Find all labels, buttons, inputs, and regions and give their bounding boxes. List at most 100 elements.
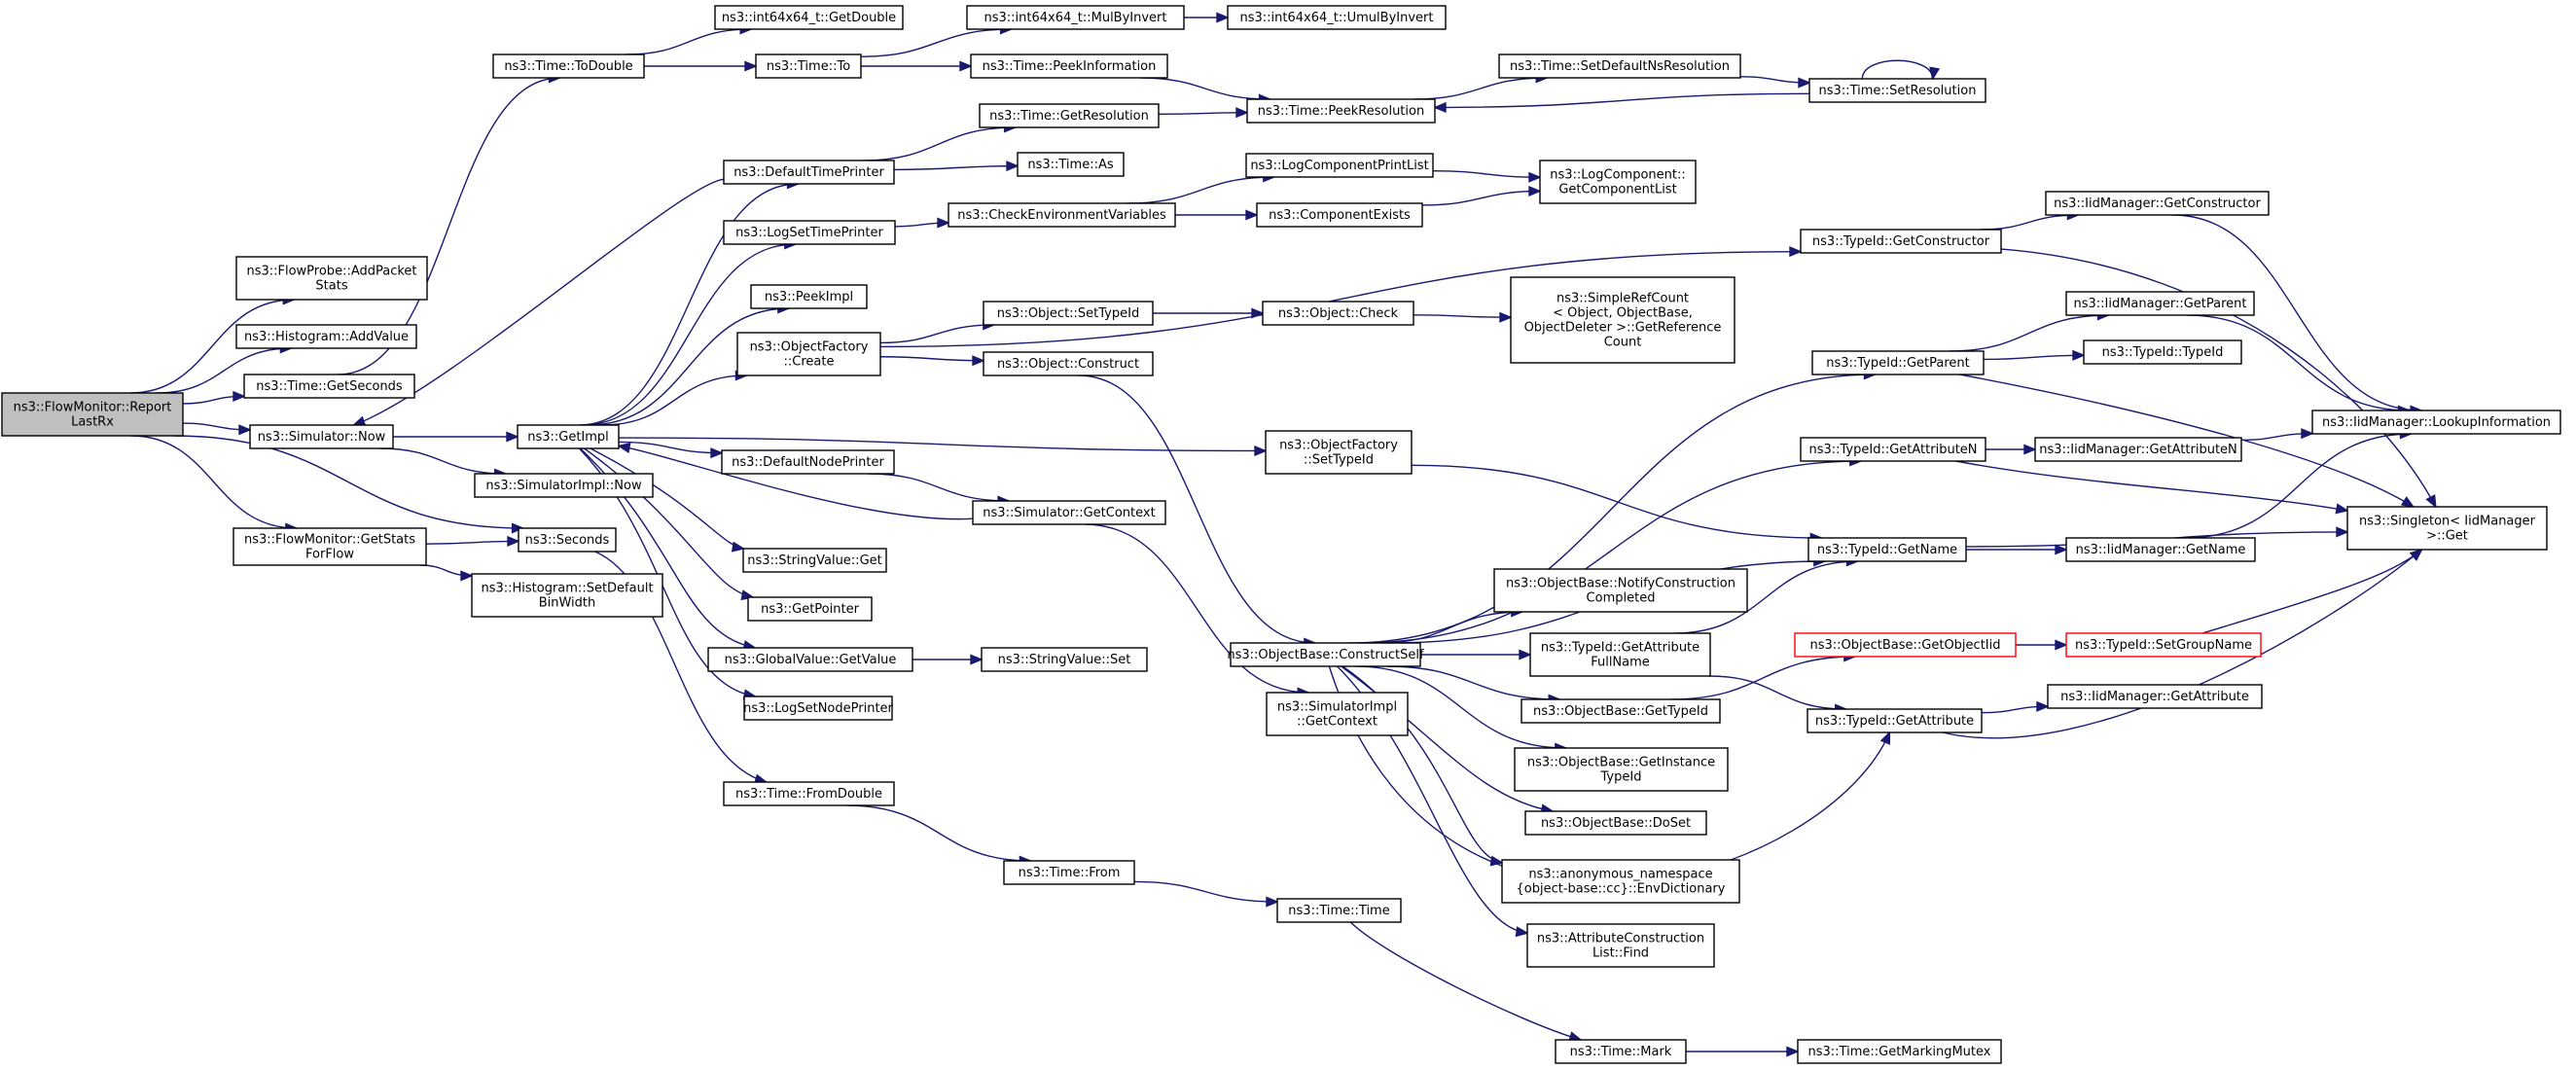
- node-stringvalset[interactable]: ns3::StringValue::Set: [981, 647, 1148, 672]
- node-timeto[interactable]: ns3::Time::To: [755, 54, 862, 79]
- edge-arrowhead: [351, 415, 367, 427]
- node-objsettypeid[interactable]: ns3::Object::SetTypeId: [983, 301, 1154, 326]
- node-singletonget[interactable]: ns3::Singleton< IidManager>::Get: [2346, 506, 2548, 551]
- node-box: [474, 473, 654, 498]
- edge-mulbyinv-to-umulbyinv: [1184, 12, 1230, 23]
- node-histadd[interactable]: ns3::Histogram::AddValue: [235, 324, 417, 349]
- node-box: [755, 54, 862, 79]
- node-getres[interactable]: ns3::Time::GetResolution: [979, 103, 1160, 128]
- node-objbasegettypeid[interactable]: ns3::ObjectBase::GetTypeId: [1521, 698, 1721, 724]
- node-box: [1227, 5, 1447, 30]
- node-envdict[interactable]: ns3::anonymous_namespace{object-base::cc…: [1501, 859, 1740, 904]
- node-logcompprint[interactable]: ns3::LogComponentPrintList: [1245, 153, 1434, 178]
- node-objfactcreate[interactable]: ns3::ObjectFactory::Create: [736, 332, 881, 376]
- node-simnow[interactable]: ns3::Simulator::Now: [249, 424, 394, 449]
- node-simplerefcount[interactable]: ns3::SimpleRefCount< Object, ObjectBase,…: [1510, 276, 1735, 364]
- edge-arrowhead: [2425, 494, 2437, 509]
- node-iidgetattr[interactable]: ns3::IidManager::GetAttribute: [2047, 684, 2263, 709]
- node-label-line: ns3::SimpleRefCount: [1556, 292, 1689, 306]
- node-setres[interactable]: ns3::Time::SetResolution: [1808, 78, 1986, 103]
- node-compexists[interactable]: ns3::ComponentExists: [1256, 202, 1423, 228]
- edge-line: [157, 347, 292, 394]
- node-typeidgetparent[interactable]: ns3::TypeId::GetParent: [1811, 350, 1985, 375]
- node-iidgetparent[interactable]: ns3::IidManager::GetParent: [2065, 291, 2255, 316]
- node-label-line: ns3::TypeId::TypeId: [2102, 345, 2224, 360]
- node-getmarkingmutex[interactable]: ns3::Time::GetMarkingMutex: [1797, 1039, 2002, 1064]
- node-objfactsettypeid[interactable]: ns3::ObjectFactory::SetTypeId: [1265, 430, 1413, 475]
- edge-getimpl-to-defnodeprinter: [618, 441, 724, 459]
- node-timefrom[interactable]: ns3::Time::From: [1003, 860, 1135, 885]
- node-seconds[interactable]: ns3::Seconds: [518, 527, 617, 553]
- node-fromdouble[interactable]: ns3::Time::FromDouble: [723, 781, 895, 806]
- node-label-line: FullName: [1591, 656, 1650, 670]
- node-doset[interactable]: ns3::ObjectBase::DoSet: [1524, 810, 1707, 836]
- node-checkenv[interactable]: ns3::CheckEnvironmentVariables: [948, 202, 1176, 228]
- node-iidgetctor[interactable]: ns3::IidManager::GetConstructor: [2045, 191, 2270, 216]
- node-label-line: ::SetTypeId: [1304, 453, 1374, 468]
- node-box: [492, 54, 645, 79]
- edge-typeidgetattrn-to-singletonget: [1955, 460, 2349, 515]
- node-getobjectiid[interactable]: ns3::ObjectBase::GetObjectIid: [1794, 632, 2017, 658]
- node-setgroupname[interactable]: ns3::TypeId::SetGroupName: [2065, 632, 2262, 658]
- node-peekimpl[interactable]: ns3::PeekImpl: [750, 284, 868, 309]
- node-label-line: BinWidth: [539, 596, 596, 611]
- node-getdouble[interactable]: ns3::int64x64_t::GetDouble: [714, 5, 904, 30]
- node-simgetctx[interactable]: ns3::Simulator::GetContext: [972, 500, 1166, 525]
- node-typeidgetctor[interactable]: ns3::TypeId::GetConstructor: [1800, 229, 2002, 254]
- node-getpointer[interactable]: ns3::GetPointer: [747, 596, 873, 622]
- node-peekres[interactable]: ns3::Time::PeekResolution: [1246, 98, 1436, 124]
- node-simimplnow[interactable]: ns3::SimulatorImpl::Now: [474, 473, 654, 498]
- node-typeidgetattrn[interactable]: ns3::TypeId::GetAttributeN: [1800, 437, 1986, 462]
- node-typeidgetattr[interactable]: ns3::TypeId::GetAttribute: [1807, 708, 1983, 733]
- node-objcheck[interactable]: ns3::Object::Check: [1262, 301, 1414, 326]
- node-stringvalget[interactable]: ns3::StringValue::Get: [742, 548, 887, 573]
- edge-line: [868, 473, 1010, 502]
- node-constructself[interactable]: ns3::ObjectBase::ConstructSelf: [1227, 642, 1424, 667]
- node-getseconds[interactable]: ns3::Time::GetSeconds: [243, 374, 415, 399]
- node-defnodeprinter[interactable]: ns3::DefaultNodePrinter: [721, 449, 895, 475]
- edge-root-to-seconds: [173, 435, 525, 534]
- node-label-line: ns3::GetPointer: [761, 602, 859, 617]
- node-timetime[interactable]: ns3::Time::Time: [1276, 898, 1402, 923]
- node-logsettime[interactable]: ns3::LogSetTimePrinter: [723, 220, 896, 245]
- node-typeidgetname[interactable]: ns3::TypeId::GetName: [1807, 537, 1967, 562]
- node-iidgetattrn[interactable]: ns3::IidManager::GetAttributeN: [2034, 437, 2242, 462]
- node-logsetnode[interactable]: ns3::LogSetNodePrinter: [743, 696, 894, 721]
- node-todouble[interactable]: ns3::Time::ToDouble: [492, 54, 645, 79]
- node-box: [723, 160, 895, 185]
- node-timemark[interactable]: ns3::Time::Mark: [1555, 1039, 1687, 1064]
- node-iidlookup[interactable]: ns3::IidManager::LookupInformation: [2311, 410, 2561, 435]
- edge-setres-to-peekres: [1433, 92, 1810, 113]
- node-umulbyinv[interactable]: ns3::int64x64_t::UmulByInvert: [1227, 5, 1447, 30]
- node-box: [1526, 923, 1715, 968]
- node-typeidtypeid[interactable]: ns3::TypeId::TypeId: [2083, 339, 2242, 365]
- node-getimpl[interactable]: ns3::GetImpl: [517, 424, 620, 449]
- edge-line: [425, 540, 519, 545]
- node-box: [1808, 78, 1986, 103]
- node-deftimeprinter[interactable]: ns3::DefaultTimePrinter: [723, 160, 895, 185]
- node-iidgetname[interactable]: ns3::IidManager::GetName: [2065, 537, 2256, 562]
- node-getcomplist[interactable]: ns3::LogComponent::GetComponentList: [1539, 160, 1697, 204]
- node-peekinfo[interactable]: ns3::Time::PeekInformation: [970, 54, 1168, 79]
- edge-line: [1413, 77, 1548, 100]
- node-label-line: ns3::Object::Check: [1278, 306, 1399, 321]
- edge-line: [2171, 214, 2422, 411]
- node-label-line: ns3::LogComponentPrintList: [1250, 159, 1428, 173]
- edge-line: [1084, 523, 1309, 694]
- node-objconstruct[interactable]: ns3::Object::Construct: [983, 351, 1154, 376]
- node-mulbyinv[interactable]: ns3::int64x64_t::MulByInvert: [966, 5, 1185, 30]
- node-timeas[interactable]: ns3::Time::As: [1017, 152, 1125, 177]
- node-simimplgetctx[interactable]: ns3::SimulatorImpl::GetContext: [1266, 692, 1409, 736]
- node-globalvalget[interactable]: ns3::GlobalValue::GetValue: [707, 647, 913, 672]
- edge-line: [338, 77, 560, 375]
- node-label-line: ns3::Time::PeekInformation: [983, 59, 1157, 74]
- node-notifyconstr[interactable]: ns3::ObjectBase::NotifyConstructionCompl…: [1493, 568, 1748, 613]
- node-setdefns[interactable]: ns3::Time::SetDefaultNsResolution: [1498, 54, 1741, 79]
